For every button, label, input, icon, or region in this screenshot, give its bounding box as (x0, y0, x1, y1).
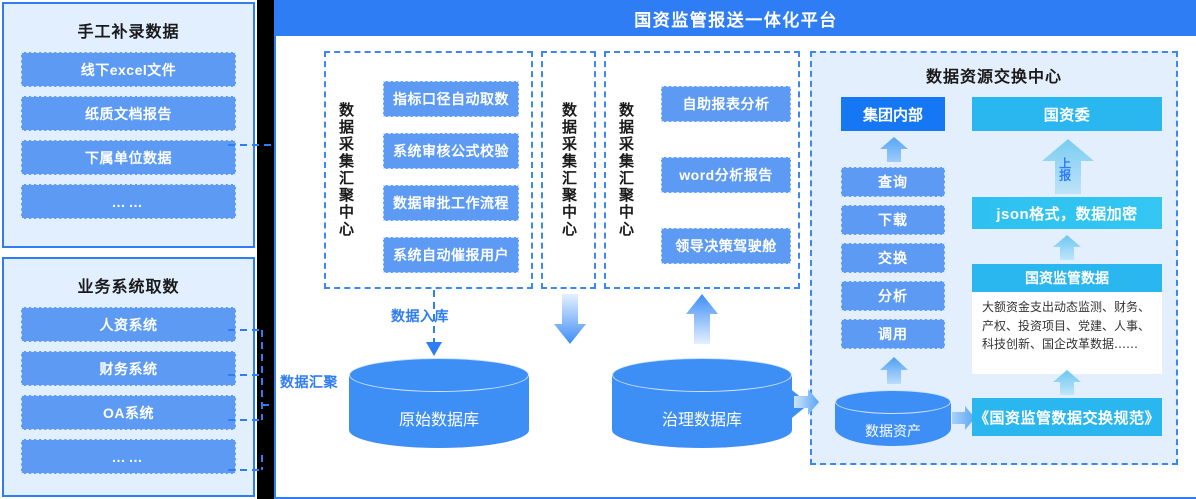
ingest-flow-label: 数据入库 (391, 308, 449, 324)
regulation-data-card-body: 大额资金支出动态监测、财务、产权、投资项目、党建、人事、科技创新、国企改革数据…… (982, 300, 1151, 352)
capability-box[interactable]: 数据审批工作流程 (383, 185, 519, 221)
raw-database-label: 原始数据库 (398, 412, 479, 429)
list-item[interactable]: …… (21, 184, 236, 219)
arrow-up-icon (1051, 233, 1083, 261)
capability-box[interactable]: 指标口径自动取数 (383, 81, 519, 117)
data-asset-label: 数据资产 (865, 423, 921, 439)
governed-database-label: 治理数据库 (661, 412, 742, 429)
arrow-up-icon (684, 294, 720, 351)
business-systems-panel: 业务系统取数 人资系统 财务系统 OA系统 …… (2, 257, 255, 497)
capability-box[interactable]: word分析报告 (661, 157, 791, 193)
capability-box[interactable]: 系统审核公式校验 (383, 133, 519, 169)
raw-database-cylinder: 原始数据库 (349, 358, 529, 448)
business-systems-title: 业务系统取数 (77, 279, 180, 296)
arrow-down-icon (552, 294, 588, 351)
list-item[interactable]: 纸质文档报告 (21, 96, 236, 131)
governed-database-cylinder: 治理数据库 (612, 358, 792, 448)
sasac-button[interactable]: 国资委 (972, 97, 1162, 131)
action-chip[interactable]: 查询 (841, 167, 945, 197)
list-item[interactable]: 人资系统 (21, 307, 236, 342)
report-arrow-label: 上报 (1057, 157, 1072, 181)
list-item[interactable]: 下属单位数据 (21, 140, 236, 175)
data-asset-cylinder: 数据资产 (835, 390, 951, 446)
arrow-up-icon (878, 135, 910, 163)
data-exchange-center-panel: 数据资源交换中心 集团内部 查询 下载 交换 分析 调用 (810, 51, 1178, 465)
collection-center-group-2: 数据采集汇聚中心 (541, 51, 596, 289)
action-chip[interactable]: 调用 (841, 319, 945, 349)
collection-center-group-1: 数据采集汇聚中心 指标口径自动取数 系统审核公式校验 数据审批工作流程 系统自动… (324, 51, 533, 289)
business-systems-items: 人资系统 财务系统 OA系统 …… (4, 307, 253, 474)
group-label: 数据采集汇聚中心 (560, 102, 577, 238)
list-item[interactable]: 财务系统 (21, 351, 236, 386)
capability-box[interactable]: 自助报表分析 (661, 86, 791, 122)
action-chip[interactable]: 分析 (841, 281, 945, 311)
left-sources-column: 手工补录数据 线下excel文件 纸质文档报告 下属单位数据 …… 业务系统取数… (0, 0, 257, 499)
exchange-title: 数据资源交换中心 (925, 69, 1062, 86)
list-item[interactable]: 线下excel文件 (21, 52, 236, 87)
group-label: 数据采集汇聚中心 (337, 102, 354, 238)
action-chip[interactable]: 交换 (841, 243, 945, 273)
collection-center-group-3: 数据采集汇聚中心 自助报表分析 word分析报告 领导决策驾驶舱 (604, 51, 800, 289)
manual-entry-items: 线下excel文件 纸质文档报告 下属单位数据 …… (4, 52, 253, 219)
capability-box[interactable]: 领导决策驾驶舱 (661, 228, 791, 264)
aggregate-flow-label: 数据汇聚 (280, 374, 338, 390)
page-title: 国资监管报送一体化平台 (276, 0, 1196, 36)
capability-box[interactable]: 系统自动催报用户 (383, 237, 519, 273)
arrow-up-icon (878, 355, 910, 385)
regulation-data-card: 国资监管数据 大额资金支出动态监测、财务、产权、投资项目、党建、人事、科技创新、… (972, 264, 1162, 374)
list-item[interactable]: …… (21, 439, 236, 474)
divider-strip (257, 0, 274, 499)
platform-main-area: 国资监管报送一体化平台 数据采集汇聚中心 指标口径自动取数 系统审核公式校验 数… (274, 0, 1196, 499)
group-internal-button[interactable]: 集团内部 (841, 97, 945, 131)
regulation-data-card-title: 国资监管数据 (972, 264, 1162, 292)
arrow-up-report-icon (1040, 137, 1096, 195)
manual-entry-panel: 手工补录数据 线下excel文件 纸质文档报告 下属单位数据 …… (2, 2, 255, 248)
manual-entry-title: 手工补录数据 (77, 24, 180, 41)
arrow-up-icon (1051, 368, 1083, 396)
group-label: 数据采集汇聚中心 (617, 102, 634, 238)
action-chip[interactable]: 下载 (841, 205, 945, 235)
list-item[interactable]: OA系统 (21, 395, 236, 430)
json-format-bar: json格式，数据加密 (972, 197, 1162, 229)
exchange-spec-button[interactable]: 《国资监管数据交换规范》 (972, 398, 1162, 436)
